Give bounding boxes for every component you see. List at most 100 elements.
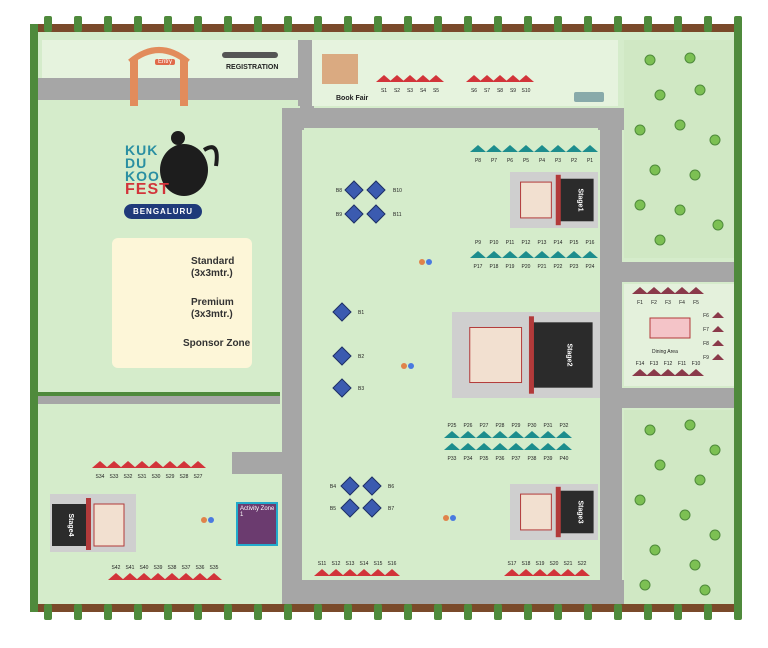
sponsor-b9 <box>344 204 364 224</box>
f-bottom-stall-label: F14 <box>636 361 645 367</box>
p-mid-b-stall-label: P21 <box>538 264 547 270</box>
p-mid-a-stall-label: P16 <box>586 240 595 246</box>
hedge-post <box>104 604 112 620</box>
f-right-stall-label: F6 <box>703 313 709 319</box>
s-top2-tent <box>492 75 508 82</box>
f-top-tent <box>674 287 690 294</box>
tree <box>644 424 656 436</box>
entry-pillar-right <box>180 58 188 106</box>
activity-zone: Activity Zone 1 <box>236 502 278 546</box>
hedge-post <box>614 16 622 32</box>
s-top1-stall-label: S1 <box>381 88 387 94</box>
p-low-a-stall-label: P26 <box>464 423 473 429</box>
p-low-b-stall-label: P38 <box>528 456 537 462</box>
p-low-b-tent <box>540 443 556 450</box>
walkway-8 <box>600 108 622 610</box>
s-left-top-tent <box>134 461 150 468</box>
people-icon <box>401 363 407 369</box>
s-left-top-tent <box>148 461 164 468</box>
p-top-stall-label: P8 <box>475 158 481 164</box>
sponsor-b1-label: B1 <box>358 310 364 316</box>
s-left-top-stall-label: S34 <box>96 474 105 480</box>
p-top-stall-label: P1 <box>587 158 593 164</box>
p-low-b-stall-label: P33 <box>448 456 457 462</box>
sponsor-b11-label: B11 <box>393 212 402 218</box>
stage-1-curtain <box>555 174 561 226</box>
p-mid-a-stall-label: P15 <box>570 240 579 246</box>
s-top1-stall-label: S3 <box>407 88 413 94</box>
legend-premium-label-2: (3x3mtr.) <box>191 309 233 320</box>
people-icon <box>450 515 456 521</box>
dining-area-label: Dining Area <box>652 349 678 355</box>
legend-premium-label-1: Premium <box>191 297 234 308</box>
p-low-b-stall-label: P40 <box>560 456 569 462</box>
walkway-4 <box>282 108 302 610</box>
f-top-tent <box>660 287 676 294</box>
sponsor-b5 <box>340 498 360 518</box>
f-bottom-tent <box>688 369 704 376</box>
p-mid-b-tent <box>502 251 518 258</box>
p-low-a-stall-label: P25 <box>448 423 457 429</box>
hedge-post <box>194 16 202 32</box>
f-right-tent <box>712 312 724 318</box>
p-top-stall-label: P2 <box>571 158 577 164</box>
tree <box>684 419 696 431</box>
p-low-b-tent <box>460 443 476 450</box>
s-left-top-tent <box>92 461 108 468</box>
sponsor-b8-label: B8 <box>336 188 342 194</box>
tree <box>679 509 691 521</box>
sponsor-b6-label: B6 <box>388 484 394 490</box>
s-top2-stall-label: S6 <box>471 88 477 94</box>
f-bottom-tent <box>646 369 662 376</box>
p-top-stall-label: P6 <box>507 158 513 164</box>
s-bottom1-tent <box>356 569 372 576</box>
p-mid-a-stall-label: P14 <box>554 240 563 246</box>
sponsor-b3-label: B3 <box>358 386 364 392</box>
p-mid-a-stall-label: P10 <box>490 240 499 246</box>
s-left-top-tent <box>106 461 122 468</box>
people-icon <box>443 515 449 521</box>
f-top-stall-label: F3 <box>665 300 671 306</box>
p-mid-a-stall-label: P12 <box>522 240 531 246</box>
hedge-post <box>164 16 172 32</box>
registration-desk <box>222 52 278 58</box>
s-top1-stall-label: S5 <box>433 88 439 94</box>
s-top2-tent <box>466 75 482 82</box>
s-top2-stall-label: S8 <box>497 88 503 94</box>
s-left-top-stall-label: S31 <box>138 474 147 480</box>
p-low-b-tent <box>476 443 492 450</box>
hedge-post <box>134 604 142 620</box>
s-top1-tent <box>415 75 431 82</box>
sponsor-b2-label: B2 <box>358 354 364 360</box>
hedge-post <box>284 16 292 32</box>
hedge-post <box>434 16 442 32</box>
s-left-bot-stall-label: S36 <box>196 565 205 571</box>
hedge-post <box>134 16 142 32</box>
hedge-post <box>704 604 712 620</box>
sponsor-b10-tent <box>366 180 386 200</box>
stage-4-curtain <box>86 498 91 550</box>
rooster-body <box>160 144 208 196</box>
tree <box>709 444 721 456</box>
hedge-post <box>314 604 322 620</box>
s-top1-tent <box>428 75 444 82</box>
sponsor-b4-label: B4 <box>330 484 336 490</box>
book-fair-label: Book Fair <box>336 95 369 102</box>
legend-standard-label-2: (3x3mtr.) <box>191 268 233 279</box>
p-low-a-tent <box>540 431 556 438</box>
sponsor-b9-label: B9 <box>336 212 342 218</box>
f-bottom-tent <box>632 369 648 376</box>
p-top-stall-label: P5 <box>523 158 529 164</box>
f-top-stall-label: F2 <box>651 300 657 306</box>
p-low-b-stall-label: P37 <box>512 456 521 462</box>
sponsor-b6-tent <box>362 476 382 496</box>
hedge-post <box>314 16 322 32</box>
hedge-post <box>494 16 502 32</box>
hedge-post <box>344 16 352 32</box>
hedge-post <box>434 604 442 620</box>
p-mid-b-tent <box>470 251 486 258</box>
tree <box>694 474 706 486</box>
p-mid-b-tent <box>534 251 550 258</box>
tree <box>699 584 711 596</box>
hedge-post <box>194 604 202 620</box>
